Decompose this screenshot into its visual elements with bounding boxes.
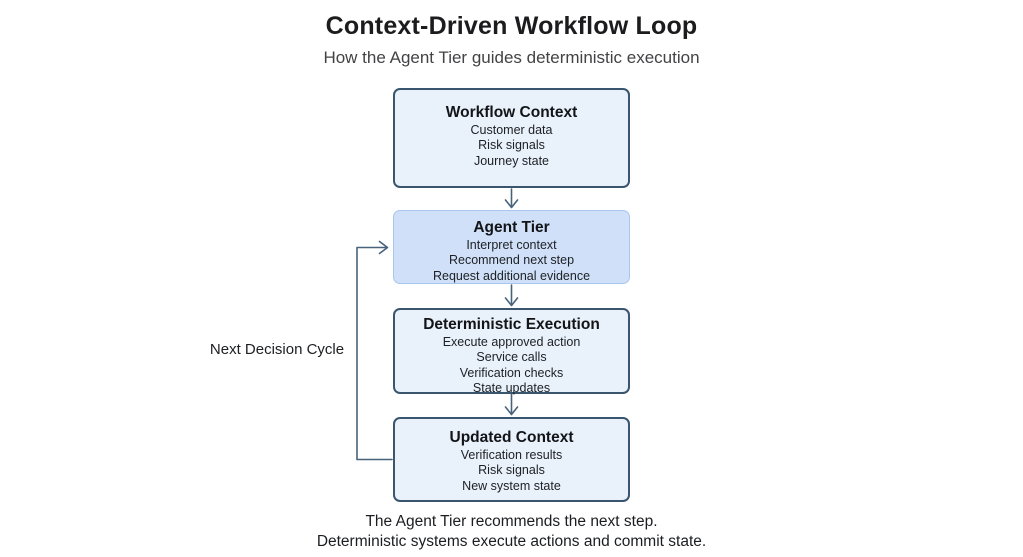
node-item: Service calls xyxy=(476,350,547,365)
node-item: Verification results xyxy=(460,448,563,462)
diagram-caption: The Agent Tier recommends the next step.… xyxy=(0,512,1023,551)
node-item: Interpret context xyxy=(466,238,557,252)
node-agent-tier: Agent Tier Interpret context Recommend n… xyxy=(393,210,630,284)
page-title: Context-Driven Workflow Loop xyxy=(325,12,698,40)
node-item: Execute approved action xyxy=(442,335,581,349)
node-item: New system state xyxy=(462,478,561,493)
arrowhead-down-3-icon xyxy=(504,406,519,416)
node-title: Deterministic Execution xyxy=(423,316,600,333)
arrowhead-down-2-icon xyxy=(504,297,519,307)
node-title: Updated Context xyxy=(449,429,574,446)
node-item: Customer data xyxy=(470,123,553,137)
node-item: Risk signals xyxy=(478,138,545,153)
node-deterministic-execution: Deterministic Execution Execute approved… xyxy=(393,308,630,395)
node-title: Workflow Context xyxy=(445,104,578,121)
caption-line-2: Deterministic systems execute actions an… xyxy=(316,532,707,550)
node-title: Agent Tier xyxy=(473,219,550,236)
arrowhead-down-1-icon xyxy=(504,199,519,209)
node-item: State updates xyxy=(472,380,551,395)
caption-line-1: The Agent Tier recommends the next step. xyxy=(365,513,658,530)
page-subtitle: How the Agent Tier guides deterministic … xyxy=(323,48,700,67)
feedback-loop-line xyxy=(356,246,393,461)
node-updated-context: Updated Context Verification results Ris… xyxy=(393,417,630,502)
node-item: Recommend next step xyxy=(448,253,575,268)
node-item: Risk signals xyxy=(478,463,545,478)
arrowhead-loop-icon xyxy=(378,240,389,255)
node-workflow-context: Workflow Context Customer data Risk sign… xyxy=(393,88,630,188)
node-item: Verification checks xyxy=(459,365,564,380)
feedback-loop-label: Next Decision Cycle xyxy=(209,341,345,358)
node-item: Journey state xyxy=(473,153,550,168)
node-item: Request additional evidence xyxy=(432,268,591,283)
